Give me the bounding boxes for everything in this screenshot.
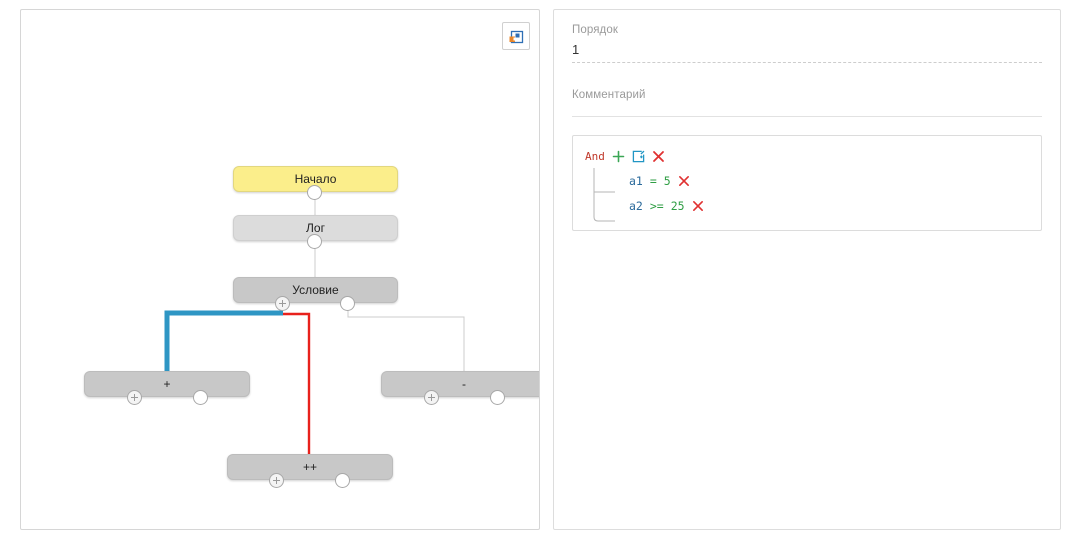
plus-icon[interactable] — [612, 150, 625, 163]
condition-comparator[interactable]: >= — [649, 198, 664, 213]
node-double-plus[interactable]: ++ — [227, 454, 393, 480]
node-start-port-out[interactable] — [307, 185, 322, 200]
node-log-port-out[interactable] — [307, 234, 322, 249]
delete-icon[interactable] — [652, 150, 665, 163]
properties-panel: Порядок 1 Комментарий And — [553, 9, 1061, 530]
node-condition-label: Условие — [292, 283, 339, 297]
node-plus-port-add[interactable] — [127, 390, 142, 405]
delete-icon[interactable] — [692, 200, 704, 212]
condition-value[interactable]: 25 — [670, 198, 685, 213]
condition-row[interactable]: a1 = 5 — [585, 168, 1027, 193]
graph-area[interactable]: Начало Лог Условие + - ++ — [21, 10, 539, 529]
condition-root-row: And — [585, 148, 1027, 164]
condition-variable[interactable]: a2 — [629, 198, 643, 213]
node-plus-label: + — [163, 377, 171, 391]
node-plus-port-out[interactable] — [193, 390, 208, 405]
condition-row[interactable]: a2 >= 25 — [585, 193, 1027, 218]
node-log-label: Лог — [306, 221, 325, 235]
order-value[interactable]: 1 — [572, 42, 1042, 63]
node-double-plus-port-add[interactable] — [269, 473, 284, 488]
condition-value[interactable]: 5 — [663, 173, 671, 188]
condition-variable[interactable]: a1 — [629, 173, 643, 188]
condition-rows: a1 = 5 a2 >= 25 — [585, 168, 1027, 222]
order-field: Порядок 1 — [572, 24, 1042, 63]
node-minus-port-add[interactable] — [424, 390, 439, 405]
node-condition-port-false[interactable] — [340, 296, 355, 311]
condition-builder: And — [572, 135, 1042, 231]
node-condition-port-true[interactable] — [275, 296, 290, 311]
node-condition[interactable]: Условие — [233, 277, 398, 303]
add-group-icon[interactable] — [632, 150, 645, 163]
node-start-label: Начало — [294, 172, 337, 186]
node-double-plus-label: ++ — [302, 460, 317, 474]
expand-icon — [508, 28, 524, 44]
comment-value[interactable] — [572, 107, 1042, 117]
order-label: Порядок — [572, 24, 618, 36]
node-minus-label: - — [462, 377, 466, 391]
node-minus[interactable]: - — [381, 371, 539, 397]
node-double-plus-port-out[interactable] — [335, 473, 350, 488]
comment-label: Комментарий — [572, 89, 646, 101]
node-plus[interactable]: + — [84, 371, 250, 397]
graph-edges — [164, 192, 465, 454]
node-minus-port-out[interactable] — [490, 390, 505, 405]
condition-operator[interactable]: And — [585, 149, 605, 163]
delete-icon[interactable] — [678, 175, 690, 187]
condition-comparator[interactable]: = — [649, 173, 657, 188]
comment-field: Комментарий — [572, 89, 1042, 117]
expand-icon-button[interactable] — [502, 22, 530, 50]
graph-canvas-panel: Начало Лог Условие + - ++ — [20, 9, 540, 530]
